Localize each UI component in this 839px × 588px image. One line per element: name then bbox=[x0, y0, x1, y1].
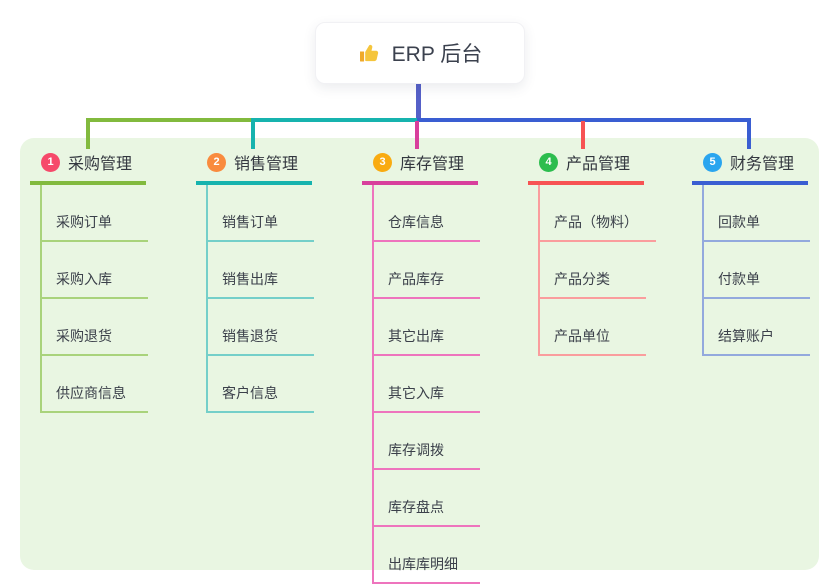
branch-title-finance[interactable]: 5 财务管理 bbox=[692, 148, 808, 185]
mindmap-subtopic[interactable]: 出库库明细 bbox=[374, 527, 480, 584]
bus-segment-branch2 bbox=[255, 118, 417, 122]
branch-inventory: 3 库存管理 仓库信息产品库存其它出库其它入库库存调拨库存盘点出库库明细 bbox=[362, 148, 480, 584]
branch-procurement: 1 采购管理 采购订单采购入库采购退货供应商信息 bbox=[30, 148, 148, 413]
mindmap-subtopic[interactable]: 回款单 bbox=[704, 185, 810, 242]
branch-title-product[interactable]: 4 产品管理 bbox=[528, 148, 644, 185]
bus-segment-branch1 bbox=[86, 118, 255, 122]
branch-sales: 2 销售管理 销售订单销售出库销售退货客户信息 bbox=[196, 148, 314, 413]
mindmap-subtopic[interactable]: 其它出库 bbox=[374, 299, 480, 356]
branch-number-badge: 2 bbox=[207, 152, 226, 172]
mindmap-subtopic[interactable]: 销售订单 bbox=[208, 185, 314, 242]
mindmap-subtopic[interactable]: 客户信息 bbox=[208, 356, 314, 413]
branch-children-list: 仓库信息产品库存其它出库其它入库库存调拨库存盘点出库库明细 bbox=[372, 185, 480, 584]
branch-number-badge: 5 bbox=[703, 152, 722, 172]
mindmap-subtopic[interactable]: 销售出库 bbox=[208, 242, 314, 299]
branch-number-badge: 3 bbox=[373, 152, 392, 172]
mindmap-subtopic[interactable]: 产品库存 bbox=[374, 242, 480, 299]
branch-title-label: 产品管理 bbox=[566, 156, 631, 173]
mindmap-subtopic[interactable]: 库存盘点 bbox=[374, 470, 480, 527]
branch-title-label: 库存管理 bbox=[400, 156, 465, 173]
drop-connector-branch1 bbox=[86, 118, 90, 149]
branch-title-inventory[interactable]: 3 库存管理 bbox=[362, 148, 478, 185]
mindmap-subtopic[interactable]: 产品单位 bbox=[540, 299, 646, 356]
branch-children-list: 产品（物料）产品分类产品单位 bbox=[538, 185, 656, 356]
branch-number-badge: 1 bbox=[41, 152, 60, 172]
branch-title-sales[interactable]: 2 销售管理 bbox=[196, 148, 312, 185]
thumbs-up-icon bbox=[359, 44, 378, 62]
branch-title-label: 采购管理 bbox=[68, 156, 133, 173]
mindmap-subtopic[interactable]: 付款单 bbox=[704, 242, 810, 299]
drop-connector-branch3 bbox=[415, 121, 419, 149]
mindmap-subtopic[interactable]: 产品分类 bbox=[540, 242, 646, 299]
branch-number-badge: 4 bbox=[539, 152, 558, 172]
drop-connector-branch5 bbox=[747, 118, 751, 149]
root-node-erp-backend[interactable]: ERP 后台 bbox=[315, 22, 525, 84]
mindmap-subtopic[interactable]: 销售退货 bbox=[208, 299, 314, 356]
mindmap-subtopic[interactable]: 库存调拨 bbox=[374, 413, 480, 470]
mindmap-subtopic[interactable]: 采购退货 bbox=[42, 299, 148, 356]
mindmap-subtopic[interactable]: 采购订单 bbox=[42, 185, 148, 242]
mindmap-subtopic[interactable]: 仓库信息 bbox=[374, 185, 480, 242]
branch-product: 4 产品管理 产品（物料）产品分类产品单位 bbox=[528, 148, 656, 356]
branch-title-label: 财务管理 bbox=[730, 156, 795, 173]
root-stem-connector bbox=[416, 82, 421, 119]
drop-connector-branch2 bbox=[251, 118, 255, 149]
branch-title-label: 销售管理 bbox=[234, 156, 299, 173]
branch-children-list: 销售订单销售出库销售退货客户信息 bbox=[206, 185, 314, 413]
bus-segment-branch5 bbox=[417, 118, 751, 122]
mindmap-subtopic[interactable]: 采购入库 bbox=[42, 242, 148, 299]
mindmap-subtopic[interactable]: 结算账户 bbox=[704, 299, 810, 356]
drop-connector-branch4 bbox=[581, 121, 585, 149]
branch-children-list: 回款单付款单结算账户 bbox=[702, 185, 810, 356]
mindmap-subtopic[interactable]: 产品（物料） bbox=[540, 185, 656, 242]
branch-title-procurement[interactable]: 1 采购管理 bbox=[30, 148, 146, 185]
mindmap-subtopic[interactable]: 其它入库 bbox=[374, 356, 480, 413]
mindmap-subtopic[interactable]: 供应商信息 bbox=[42, 356, 148, 413]
root-node-label: ERP 后台 bbox=[391, 43, 483, 66]
branch-children-list: 采购订单采购入库采购退货供应商信息 bbox=[40, 185, 148, 413]
branch-finance: 5 财务管理 回款单付款单结算账户 bbox=[692, 148, 810, 356]
